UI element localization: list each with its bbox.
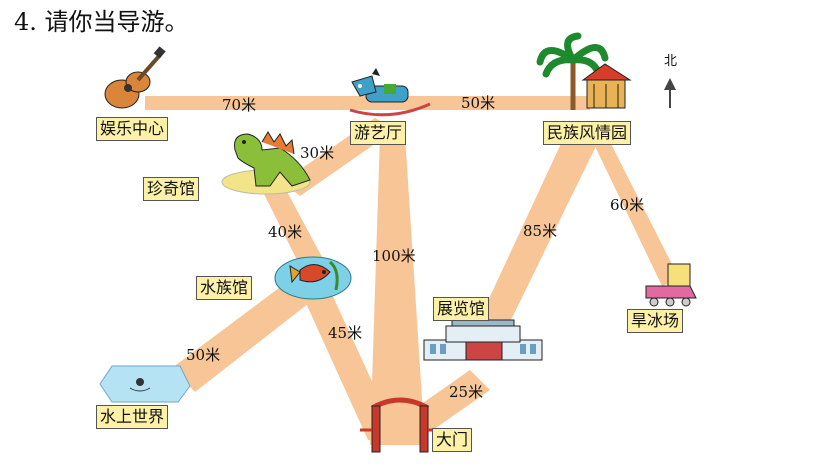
path-amusement-gate [370, 135, 425, 445]
pool-icon [99, 365, 191, 403]
label-amusement-hall: 游艺厅 [350, 121, 407, 145]
path-treasure-aquarium [262, 186, 330, 278]
distance-folk-exhibition: 85米 [523, 222, 558, 240]
path-exhibition-gate [420, 370, 490, 432]
guitar-icon [104, 46, 166, 109]
building-icon [423, 319, 543, 361]
path-amusement-folk [390, 96, 590, 110]
distance-aquarium-gate: 45米 [328, 324, 363, 342]
label-treasure-hall: 珍奇馆 [143, 177, 200, 201]
distance-exhibition-gate: 25米 [449, 383, 484, 401]
label-folk-garden: 民族风情园 [543, 121, 632, 145]
distance-amusement-gate: 100米 [372, 247, 416, 265]
north-arrow-icon [664, 78, 676, 108]
path-entertainment-amusement [145, 96, 390, 110]
label-ice-rink: 旱冰场 [627, 309, 684, 333]
label-main-gate: 大门 [432, 428, 473, 452]
paths [145, 96, 680, 445]
roller-skate-icon [645, 263, 697, 307]
question-title: 4. 请你当导游。 [14, 8, 189, 36]
palm-hut-icon [536, 32, 632, 110]
north-label: 北 [664, 54, 678, 69]
label-exhibition-hall: 展览馆 [433, 297, 490, 321]
rocking-horse-icon [349, 68, 431, 117]
path-folk-rink [592, 134, 680, 286]
label-entertainment: 娱乐中心 [96, 117, 169, 141]
label-water-world: 水上世界 [96, 405, 169, 429]
distance-folk-rink: 60米 [610, 196, 645, 214]
distance-aquarium-water: 50米 [186, 346, 221, 364]
distance-amusement-treasure: 30米 [300, 144, 335, 162]
label-aquarium: 水族馆 [196, 276, 253, 300]
distance-amusement-folk: 50米 [461, 94, 496, 112]
path-folk-exhibition [480, 135, 600, 322]
fish-tank-icon [274, 256, 352, 300]
path-aquarium-water [172, 276, 318, 392]
dinosaur-icon [221, 131, 311, 195]
path-aquarium-gate [300, 290, 398, 440]
distance-entertainment-amusement: 70米 [222, 96, 257, 114]
distance-treasure-aquarium: 40米 [268, 223, 303, 241]
